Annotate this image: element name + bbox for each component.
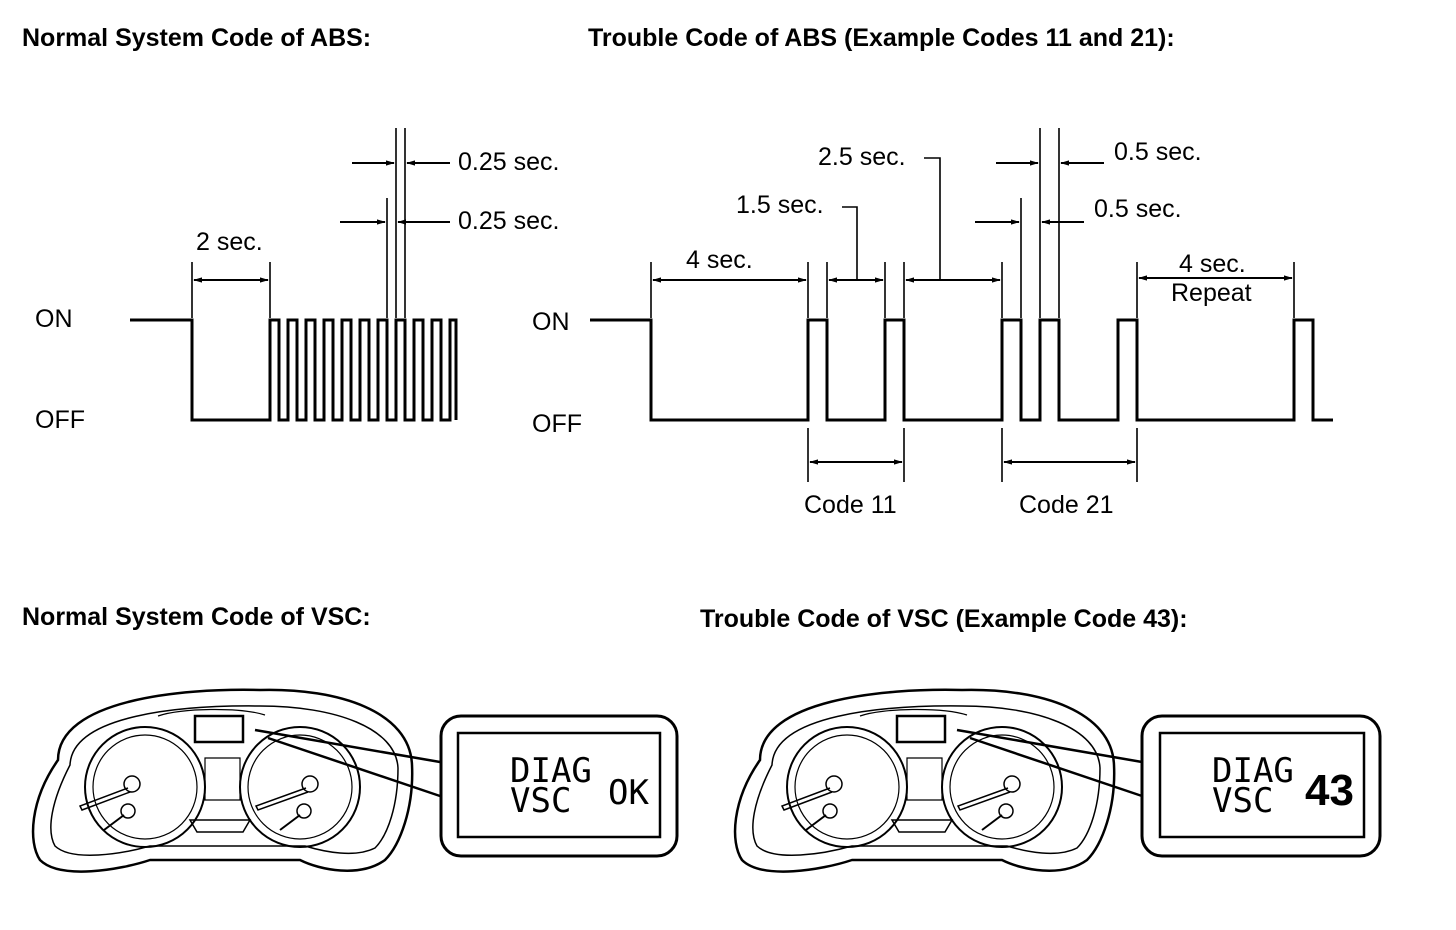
vsc-normal-display-screen (456, 731, 662, 839)
abs-trouble-off-label: OFF (532, 410, 582, 438)
abs-normal-on-label: ON (35, 305, 73, 333)
code21-label: Code 21 (1019, 491, 1114, 519)
vsc-normal-instrument-cluster (31, 688, 442, 873)
vsc-trouble-display-screen (1158, 731, 1366, 839)
dim-15sec-leader (842, 206, 858, 280)
vsc-normal-title: Normal System Code of VSC: (22, 603, 371, 631)
abs-normal-title: Normal System Code of ABS: (22, 24, 371, 52)
vsc-trouble-display-line1: DIAG (1212, 751, 1294, 791)
abs-trouble-waveform (590, 318, 1333, 422)
dim-25sec-leader (924, 157, 941, 280)
dim-025-bottom-label: 0.25 sec. (458, 207, 559, 235)
vsc-normal-display-line2: VSC (510, 781, 571, 821)
dim-4sec-repeat-label: 4 sec. (1179, 250, 1246, 278)
vsc-trouble-instrument-cluster (733, 688, 1144, 873)
vsc-trouble-display-line2: VSC (1212, 781, 1273, 821)
abs-normal-waveform (130, 318, 458, 422)
vsc-normal-display-status: OK (608, 773, 649, 813)
dim-025-top-label: 0.25 sec. (458, 148, 559, 176)
abs-trouble-title: Trouble Code of ABS (Example Codes 11 an… (588, 24, 1175, 52)
abs-normal-off-label: OFF (35, 406, 85, 434)
code11-label: Code 11 (804, 491, 897, 519)
dim-4sec-label: 4 sec. (686, 246, 753, 274)
dim-2sec-label: 2 sec. (196, 228, 263, 256)
vsc-trouble-title: Trouble Code of VSC (Example Code 43): (700, 605, 1188, 633)
vsc-trouble-display-code: 43 (1305, 766, 1354, 815)
dim-05-bottom-label: 0.5 sec. (1094, 195, 1182, 223)
dim-25sec-label: 2.5 sec. (818, 143, 906, 171)
dim-15sec-label: 1.5 sec. (736, 191, 824, 219)
repeat-label: Repeat (1171, 279, 1252, 307)
abs-trouble-on-label: ON (532, 308, 570, 336)
vsc-normal-display-line1: DIAG (510, 751, 592, 791)
dim-05-top-label: 0.5 sec. (1114, 138, 1202, 166)
